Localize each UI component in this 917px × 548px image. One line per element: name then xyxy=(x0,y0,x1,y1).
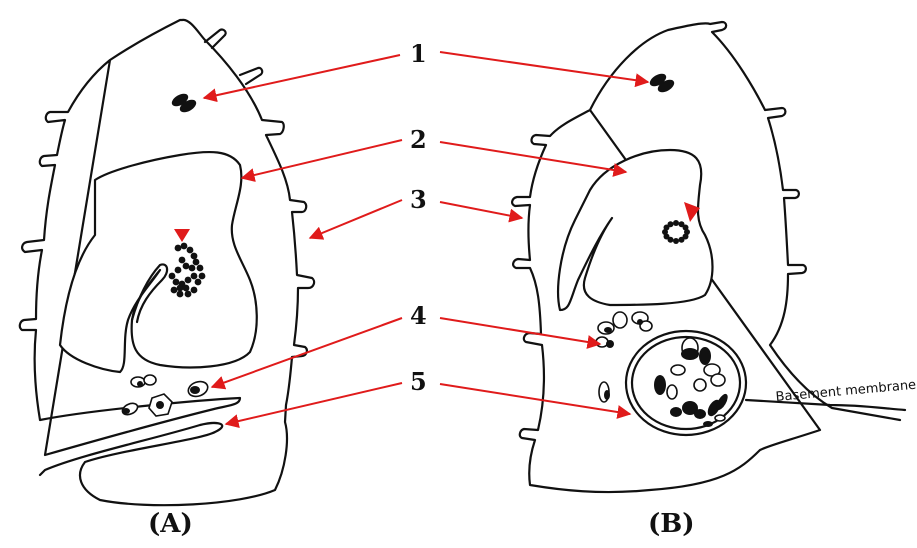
panel-b-vacuole xyxy=(558,150,712,310)
chromatin-bead xyxy=(175,245,182,252)
panel-a-dense-granule xyxy=(170,91,199,115)
panel-a-microvilli xyxy=(205,30,262,84)
chromatin-bead xyxy=(673,220,679,226)
chromatin-bead xyxy=(193,259,200,266)
chromatin-bead xyxy=(173,279,180,286)
arrow-1b xyxy=(440,52,648,82)
chromatin-bead xyxy=(679,237,685,243)
chromatin-bead xyxy=(169,273,176,280)
panel-b-dense-granule xyxy=(648,71,677,95)
arrow-2b xyxy=(440,142,626,172)
label-number-2: 2 xyxy=(410,125,427,154)
chromatin-bead xyxy=(673,238,679,244)
panel-a-vesicles xyxy=(121,375,210,417)
panel-b-label: (B) xyxy=(648,509,695,539)
label-number-5: 5 xyxy=(410,367,427,396)
chromatin-bead xyxy=(185,291,192,298)
chromatin-bead xyxy=(175,267,182,274)
basement-membrane-label: Basement membrane xyxy=(775,378,917,405)
basement-membrane-line xyxy=(746,400,905,410)
arrow-1a xyxy=(204,55,400,98)
chromatin-bead xyxy=(195,279,202,286)
chromatin-bead xyxy=(199,273,206,280)
chromatin-bead xyxy=(185,277,192,284)
chromatin-bead xyxy=(197,265,204,272)
arrow-4b xyxy=(440,318,600,344)
chromatin-bead xyxy=(191,273,198,280)
arrow-3b xyxy=(440,202,522,218)
chromatin-bead xyxy=(189,265,196,272)
chromatin-bead xyxy=(191,287,198,294)
chromatin-bead xyxy=(179,257,186,264)
chromatin-bead xyxy=(177,285,184,292)
chromatin-bead xyxy=(177,291,184,298)
panel-b-large-cyst xyxy=(626,331,746,435)
chromatin-bead xyxy=(171,287,178,294)
chromatin-bead xyxy=(191,253,198,260)
label-number-1: 1 xyxy=(410,39,427,68)
arrow-2a xyxy=(242,140,402,178)
label-number-4: 4 xyxy=(410,301,427,330)
chromatin-bead xyxy=(183,263,190,270)
chromatin-bead xyxy=(183,285,190,292)
panel-a-label: (A) xyxy=(148,509,193,539)
chromatin-bead xyxy=(668,221,674,227)
panel-b-cell xyxy=(512,22,905,492)
arrow-3a xyxy=(310,200,402,238)
chromatin-bead xyxy=(181,243,188,250)
panel-a-cell xyxy=(20,20,314,505)
chromatin-bead xyxy=(187,247,194,254)
label-number-3: 3 xyxy=(410,185,427,214)
arrow-5a xyxy=(226,383,402,424)
chromatin-bead xyxy=(683,225,689,231)
